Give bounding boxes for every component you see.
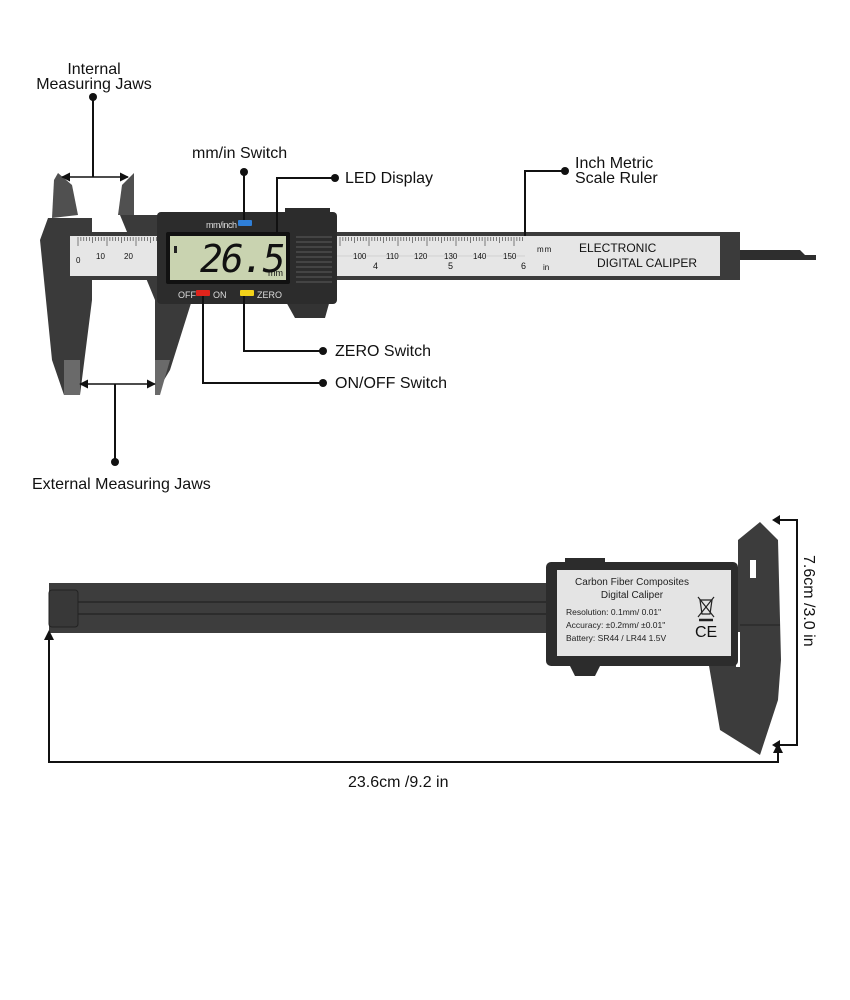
- grip-ridge: [296, 281, 332, 283]
- ruler-mm-120: 120: [414, 252, 428, 261]
- internal-jaw-fixed: [52, 173, 78, 218]
- zero-switch-label: ZERO Switch: [335, 343, 432, 360]
- grip-ridge: [296, 261, 332, 263]
- internal-jaws-label-line2: Measuring Jaws: [36, 76, 152, 93]
- ruler-in-5: 5: [448, 261, 454, 271]
- ruler-strip-left: [70, 236, 160, 276]
- callout-dots: [89, 93, 569, 466]
- display-housing-top-ridge: [285, 208, 330, 214]
- grip-ridge: [296, 271, 332, 273]
- battery-indicator-icon: [174, 246, 177, 253]
- back-beam: [49, 583, 549, 633]
- unit-in: in: [543, 263, 550, 272]
- zero-button[interactable]: [240, 290, 254, 296]
- plate-title: Carbon Fiber Composites Digital Caliper: [557, 576, 707, 602]
- ce-mark: CE: [695, 624, 718, 641]
- lcd-screen: [170, 236, 286, 280]
- back-end-cap: [48, 589, 79, 628]
- led-display-label: LED Display: [345, 170, 434, 187]
- callout-lines-front: [61, 97, 565, 462]
- internal-jaw-moving: [118, 173, 134, 215]
- plate-title-line2: Digital Caliper: [600, 590, 664, 601]
- external-jaws-label: External Measuring Jaws: [32, 476, 211, 493]
- dimension-arrowheads: [44, 515, 783, 753]
- external-jaw-tip-moving: [155, 360, 170, 395]
- moving-jaw: [120, 215, 192, 395]
- external-jaw-tip-fixed: [64, 360, 80, 395]
- ruler-label-line2: Scale Ruler: [575, 170, 658, 187]
- grip-ridge: [296, 236, 332, 238]
- mode-label: mm/inch: [206, 220, 237, 230]
- brand-line2: DIGITAL CALIPER: [597, 256, 698, 270]
- back-caliper: [48, 522, 781, 755]
- ruler-in-4: 4: [373, 261, 379, 271]
- grip-ridge: [296, 251, 332, 253]
- grip-ridge: [296, 266, 332, 268]
- thumb-grip: [296, 236, 332, 283]
- on-off-switch-label: ON/OFF Switch: [335, 375, 448, 392]
- spec-accuracy: Accuracy: ±0.2mm/ ±0.01": [566, 620, 666, 630]
- front-caliper: [40, 173, 816, 395]
- inch-metric-ruler-label: Inch Metric Scale Ruler: [575, 155, 658, 187]
- spec-battery: Battery: SR44 / LR44 1.5V: [566, 633, 667, 643]
- internal-jaws-label: Internal Measuring Jaws: [30, 61, 158, 93]
- ruler-mm-150: 150: [503, 252, 517, 261]
- ruler-mm-0: 0: [76, 256, 81, 265]
- grip-ridge: [296, 241, 332, 243]
- lcd-unit: mm: [268, 268, 283, 278]
- ruler-mm-110: 110: [386, 252, 399, 261]
- crossed-bin-icon: [697, 596, 715, 622]
- zero-label: ZERO: [257, 290, 283, 300]
- lcd-reading: 26.5: [200, 237, 286, 281]
- ruler-mm-140: 140: [473, 252, 487, 261]
- dimension-lines: [48, 519, 798, 763]
- ruler-mm-100: 100: [353, 252, 367, 261]
- ruler-mm-20: 20: [124, 252, 133, 261]
- ruler-ticks-right: [339, 237, 524, 246]
- ruler-in-6: 6: [521, 261, 527, 271]
- on-label: ON: [213, 290, 227, 300]
- on-off-button[interactable]: [196, 290, 210, 296]
- ruler-mm-10: 10: [96, 252, 105, 261]
- spec-resolution: Resolution: 0.1mm/ 0.01": [566, 607, 662, 617]
- grip-ridge: [296, 276, 332, 278]
- ruler-ticks-left: [77, 237, 157, 246]
- height-dimension: 7.6cm /3.0 in: [800, 555, 817, 647]
- internal-jaws-label-line1: Internal: [67, 61, 121, 78]
- depth-rod: [740, 250, 816, 260]
- plate-specs: Resolution: 0.1mm/ 0.01" Accuracy: ±0.2m…: [566, 606, 666, 645]
- slider-thumbwheel: [285, 300, 330, 318]
- brand-line1: ELECTRONIC: [579, 241, 657, 255]
- ruler-mm-130: 130: [444, 252, 458, 261]
- grip-ridge: [296, 256, 332, 258]
- length-dimension: 23.6cm /9.2 in: [348, 774, 449, 791]
- mm-inch-button[interactable]: [238, 220, 252, 226]
- unit-mm: mm: [537, 245, 553, 254]
- grip-ridge: [296, 246, 332, 248]
- ruler-label-line1: Inch Metric: [575, 155, 654, 172]
- off-label: OFF: [178, 290, 196, 300]
- plate-title-line1: Carbon Fiber Composites: [575, 577, 689, 588]
- mm-in-switch-label: mm/in Switch: [192, 145, 288, 162]
